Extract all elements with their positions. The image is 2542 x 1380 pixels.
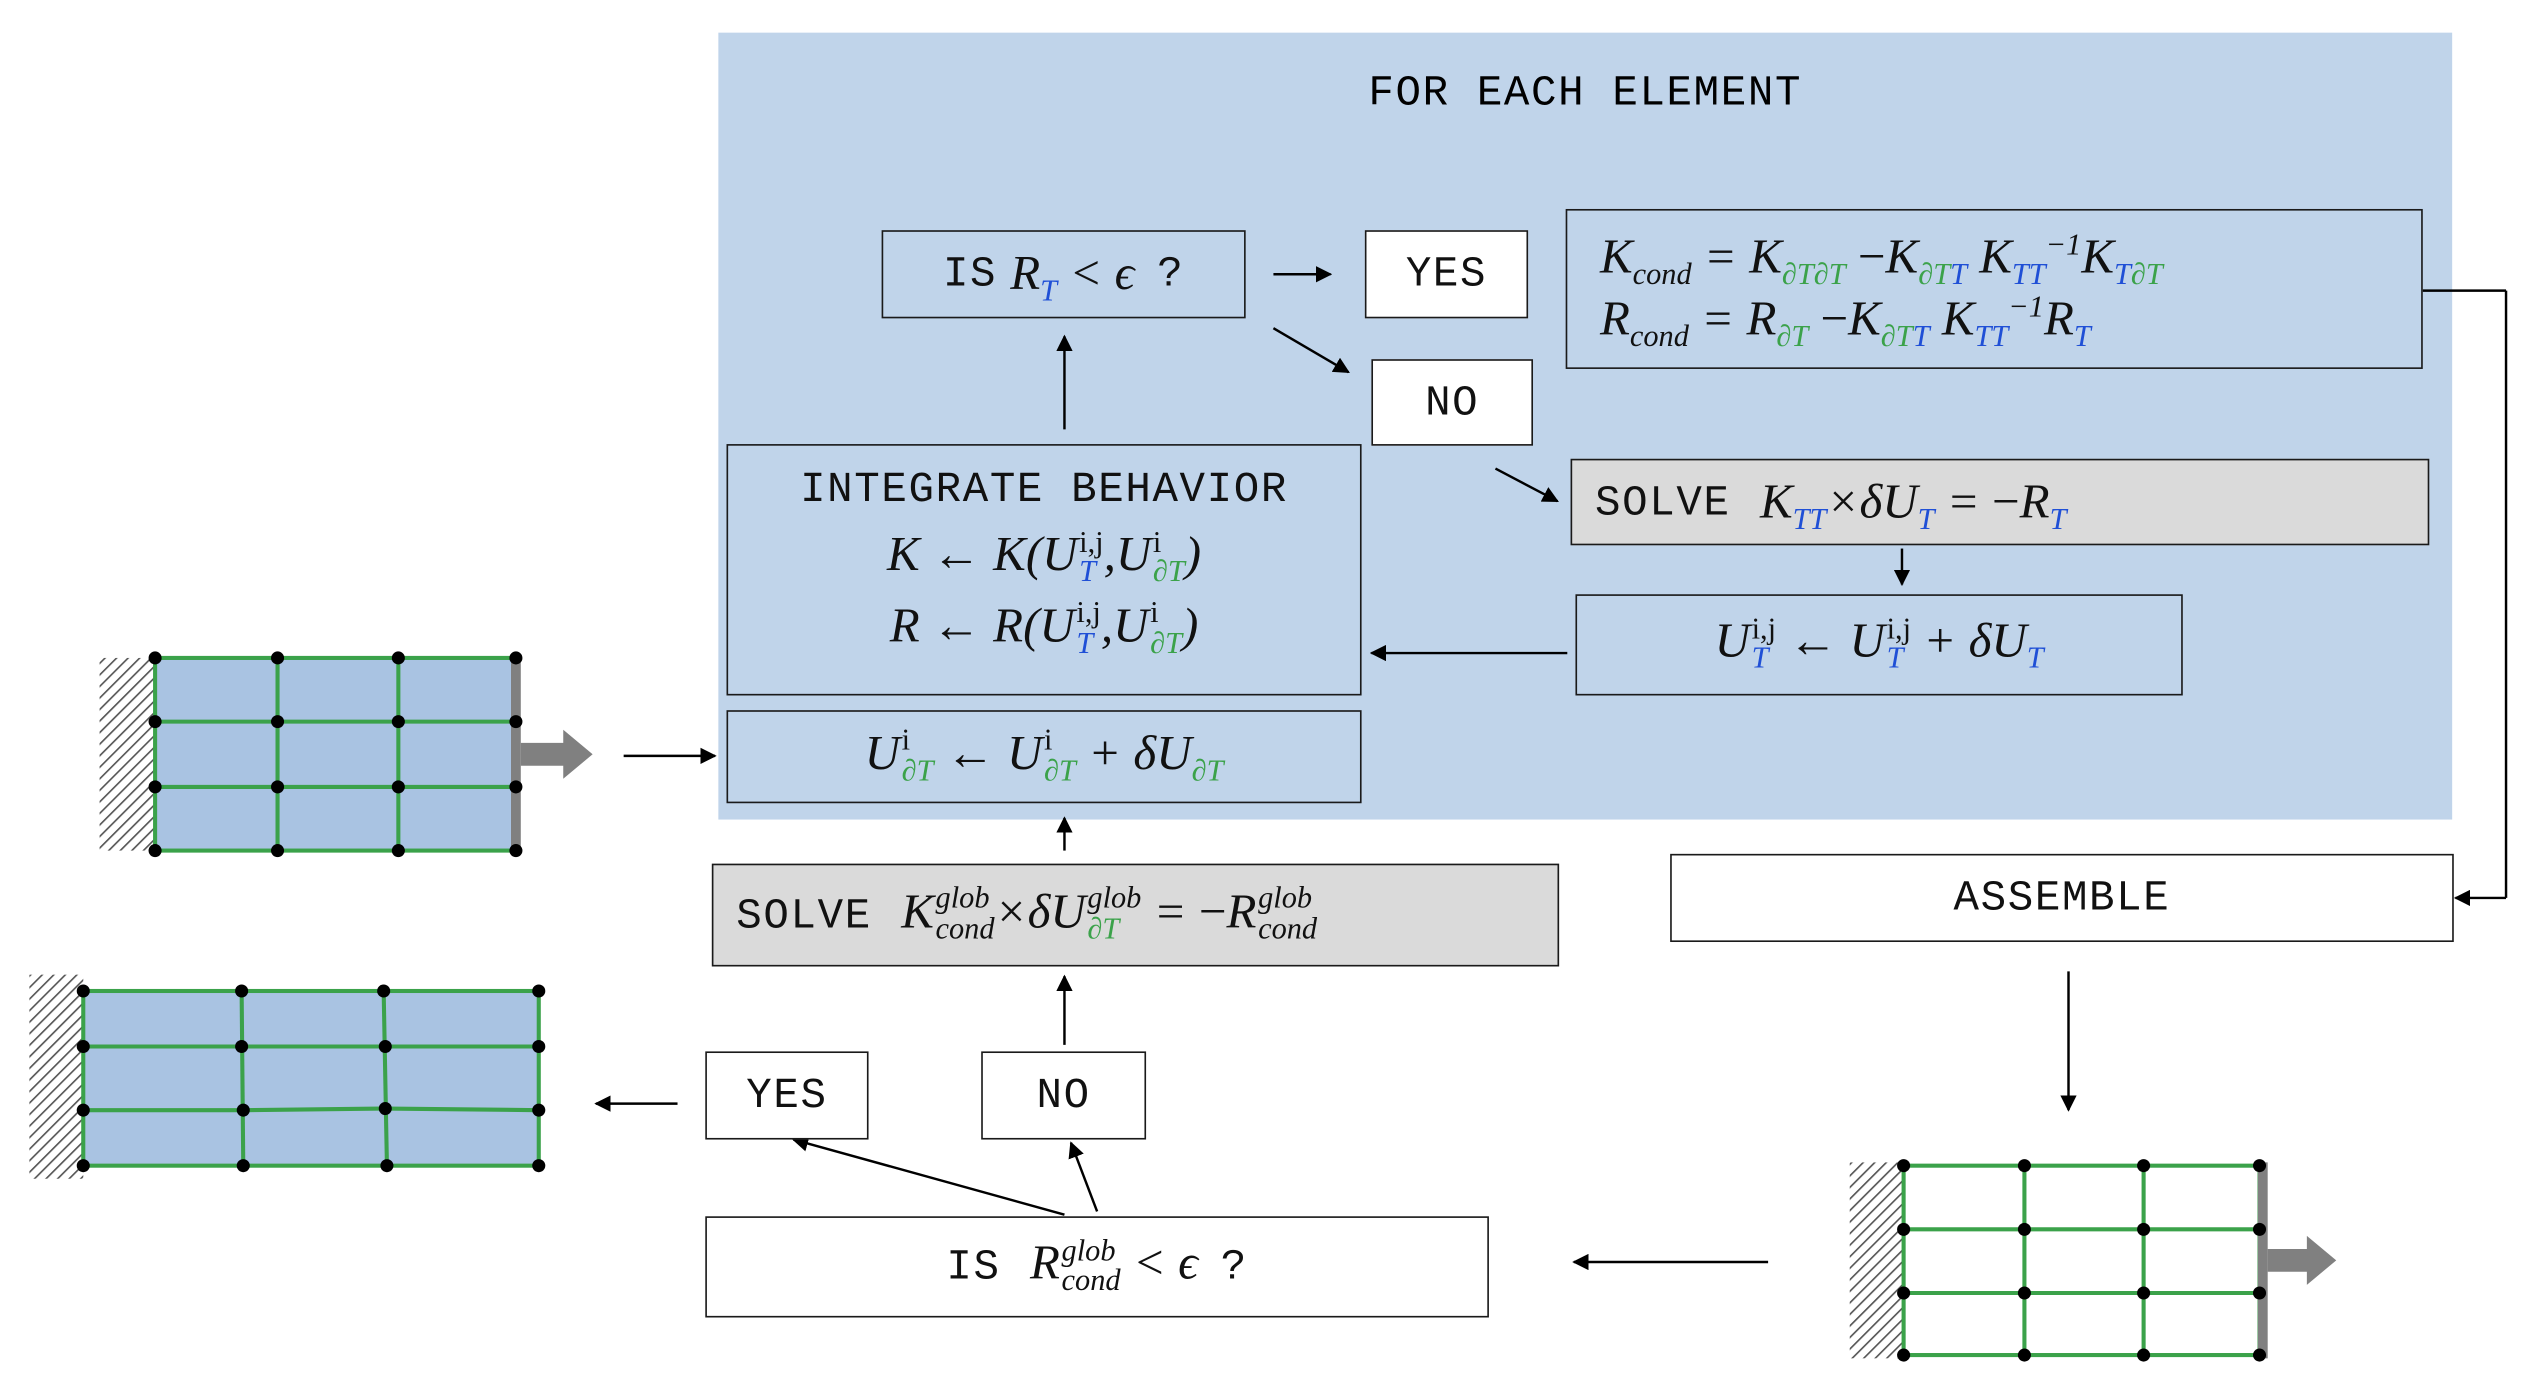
yes-inner-box: YES <box>1364 230 1529 319</box>
is-label: IS <box>942 249 998 299</box>
solve-label: SOLVE <box>1595 477 1731 527</box>
k-cond-equation: Kcond = K∂T∂T −K∂TT KTT−1KT∂T <box>1599 228 2163 293</box>
assemble-box: ASSEMBLE <box>1670 853 2454 943</box>
no-outer-box: NO <box>981 1051 1147 1140</box>
integrate-title: INTEGRATE BEHAVIOR <box>800 465 1288 515</box>
is-label: IS <box>946 1242 1001 1292</box>
hatched-wall-icon <box>1849 1162 1904 1359</box>
condensation-box: Kcond = K∂T∂T −K∂TT KTT−1KT∂T Rcond = R∂… <box>1565 208 2423 369</box>
residual-condition: RT < ϵ <box>1010 246 1135 309</box>
residual-check-box: IS RT < ϵ ? <box>881 230 1246 319</box>
mesh-icon <box>1849 1159 2337 1362</box>
question-mark: ? <box>1157 249 1185 299</box>
hatched-wall-icon <box>29 974 84 1179</box>
no-inner-box: NO <box>1371 359 1534 446</box>
hatched-wall-icon <box>99 657 156 851</box>
r-cond-equation: Rcond = R∂T −K∂TT KTT−1RT <box>1599 290 2091 355</box>
yes-outer-box: YES <box>705 1051 869 1140</box>
local-solve-equation: KTT×δUT = −RT <box>1759 474 2067 537</box>
load-arrow-icon <box>520 729 593 779</box>
mesh-icon <box>99 651 593 858</box>
arrow-icon <box>594 266 2508 1271</box>
load-arrow-icon <box>2267 1235 2337 1285</box>
local-solve-box: SOLVE KTT×δUT = −RT <box>1570 458 2430 546</box>
question-mark: ? <box>1220 1242 1248 1292</box>
solve-label: SOLVE <box>736 890 872 940</box>
mesh-icon <box>29 974 546 1179</box>
panel-title: FOR EACH ELEMENT <box>1368 68 1803 118</box>
element-loop-panel <box>718 32 2453 820</box>
